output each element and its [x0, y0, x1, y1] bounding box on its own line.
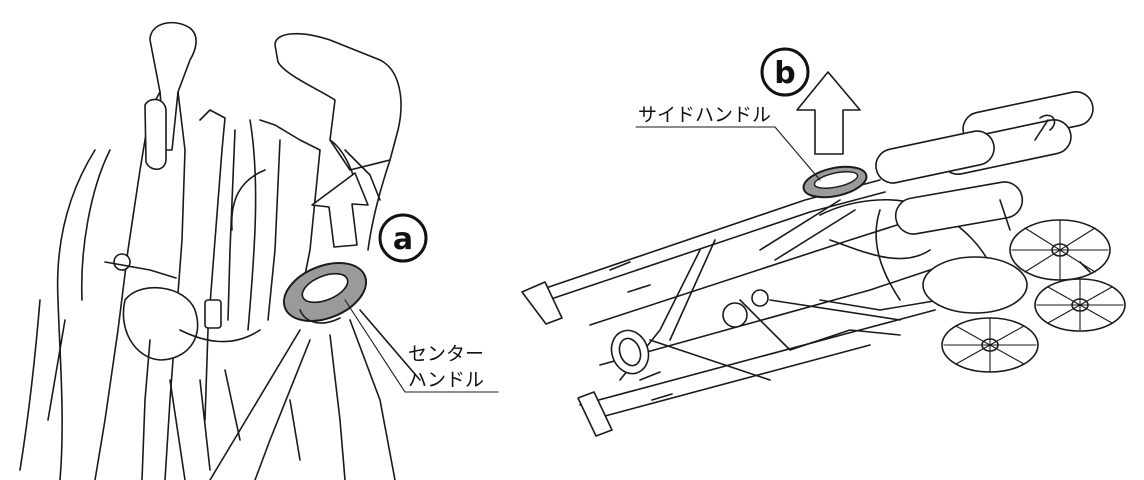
left-stroller-illustration: a センター ハンドル [19, 21, 499, 480]
marker-a-circle-icon [378, 213, 428, 263]
marker-b-label: b [774, 56, 795, 91]
center-handle-label-line2: ハンドル [408, 369, 484, 391]
side-handle-label: サイドハンドル [638, 104, 771, 126]
marker-b-circle-icon [760, 47, 810, 97]
right-stroller-illustration: b サイドハンドル [521, 47, 1126, 437]
up-arrow-icon-a [311, 172, 369, 248]
up-arrow-icon-b [796, 71, 861, 155]
marker-a-label: a [393, 222, 413, 257]
center-handle-label-line1: センター [408, 343, 484, 365]
